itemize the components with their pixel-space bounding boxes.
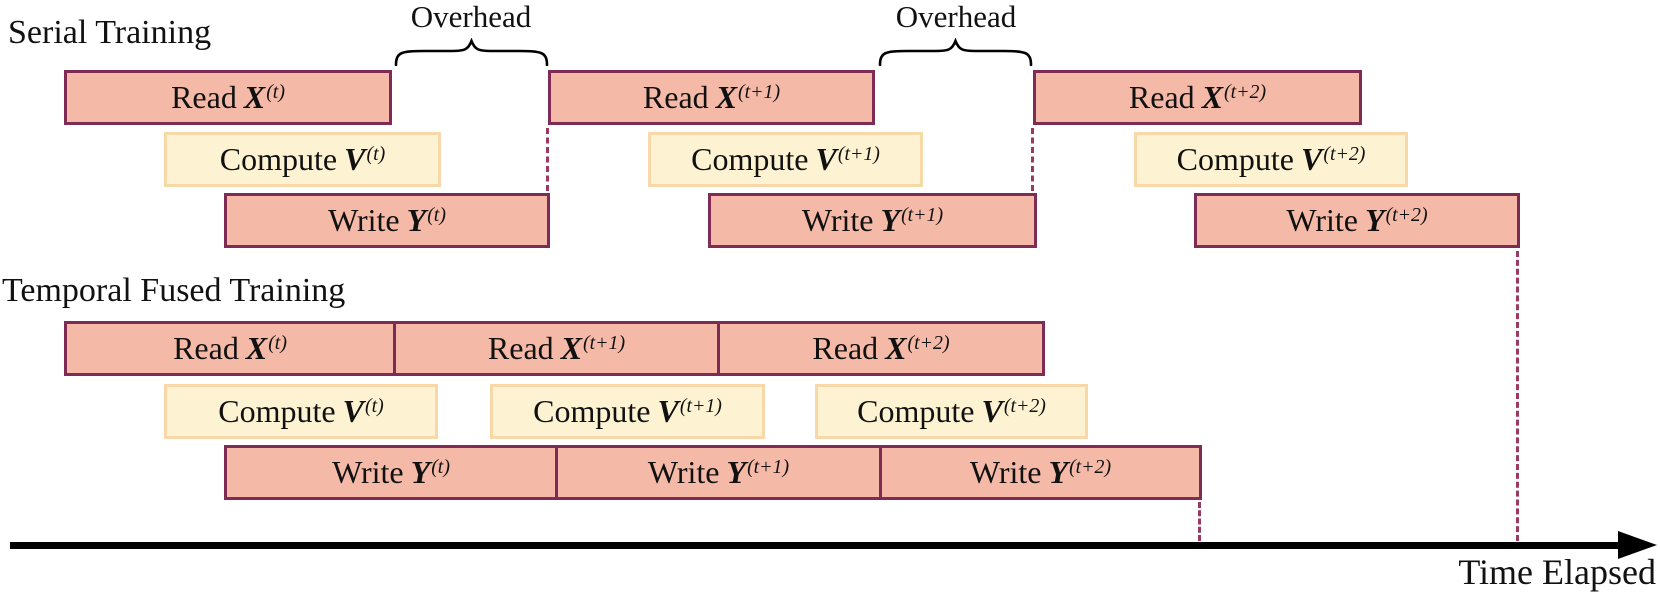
time-axis-label: Time Elapsed — [1458, 552, 1656, 592]
overhead-label-1: Overhead — [410, 0, 532, 34]
time-axis-arrowhead-icon — [1618, 531, 1657, 559]
dashed-connector — [1031, 128, 1034, 191]
dashed-connector-fused-end — [1198, 502, 1201, 541]
serial-training-title: Serial Training — [8, 14, 212, 51]
dashed-connector — [546, 128, 549, 191]
time-axis-line — [10, 542, 1622, 549]
overhead-label-2: Overhead — [895, 0, 1017, 34]
overhead-brace-icon — [394, 38, 549, 66]
dashed-connector-serial-end — [1516, 251, 1519, 541]
fused-training-title: Temporal Fused Training — [2, 272, 346, 309]
overhead-brace-icon — [878, 38, 1033, 66]
